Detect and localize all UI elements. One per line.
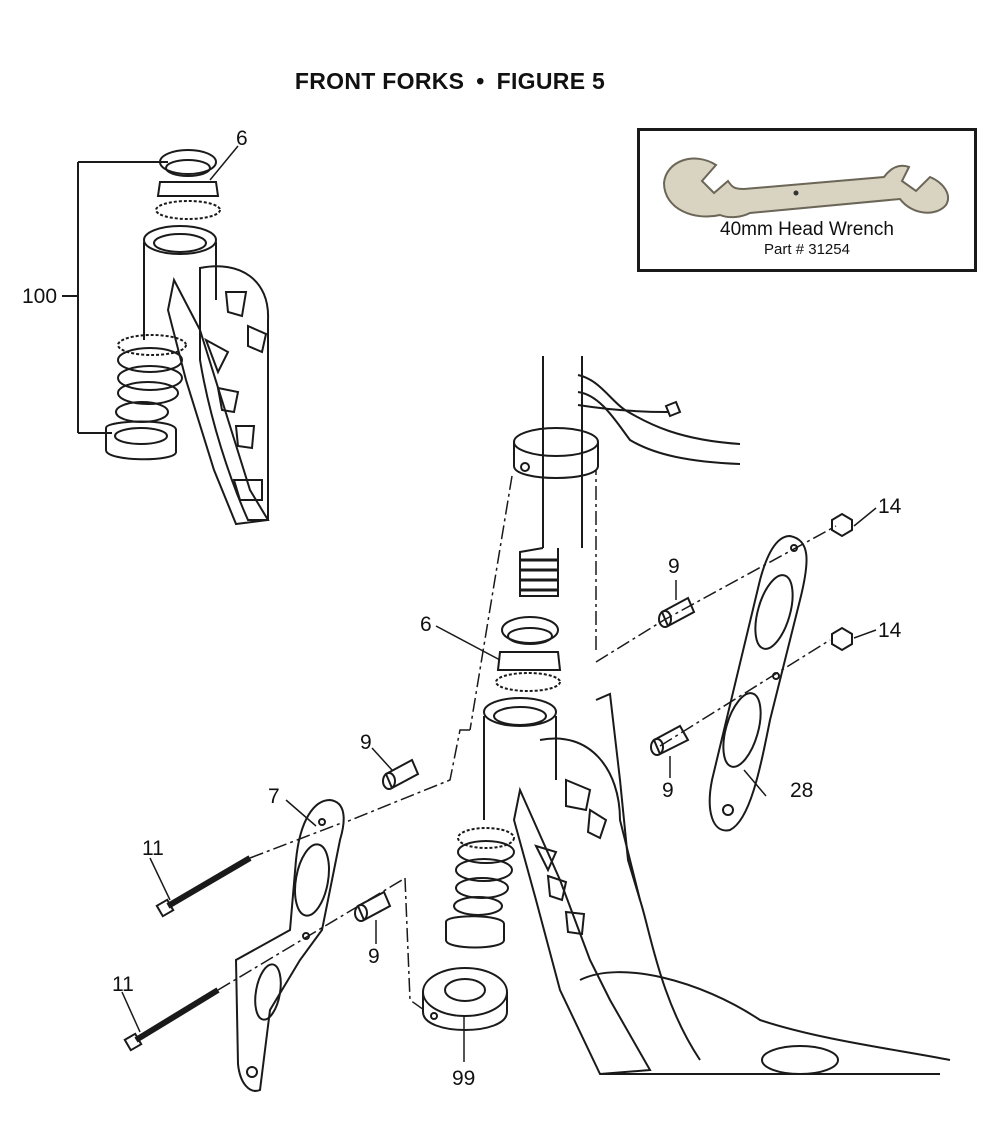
title-left: FRONT FORKS [294,68,465,94]
bolt-parts [123,855,252,1052]
callout-6-top: 6 [236,127,248,150]
callout-11-upper: 11 [142,837,164,860]
title-separator: • [476,68,485,94]
callout-9-left-lower: 9 [368,945,380,968]
tool-name: 40mm Head Wrench [720,219,894,240]
left-plate [234,798,345,1092]
headset-detail [62,149,270,526]
callout-28: 28 [790,779,814,802]
clamp-collar [422,967,508,1031]
callout-9-left-upper: 9 [360,731,372,754]
page-title: FRONT FORKS • FIGURE 5 [0,68,900,95]
callout-6-mid: 6 [420,613,432,636]
callout-100: 100 [22,285,58,308]
assembly-lines [217,470,837,1011]
callout-9-lower-right: 9 [662,779,674,802]
fork-assembly [445,692,951,1076]
callout-9-upper-right: 9 [668,555,680,578]
right-plate [708,534,808,832]
wrench-icon [662,157,949,219]
callout-11-lower: 11 [112,973,134,996]
tool-part-number: Part # 31254 [764,241,850,258]
tool-inset-box: 40mm Head Wrench Part # 31254 [637,128,977,272]
title-right: FIGURE 5 [496,68,606,94]
callout-99: 99 [452,1067,476,1090]
steering-column [513,356,741,597]
callout-7: 7 [268,785,280,808]
callout-14-top: 14 [878,495,902,518]
headset-middle [483,616,562,820]
leader-lines [121,145,877,1062]
nut-parts [831,512,853,652]
spacer-parts [354,596,696,922]
callout-14-bottom: 14 [878,619,902,642]
